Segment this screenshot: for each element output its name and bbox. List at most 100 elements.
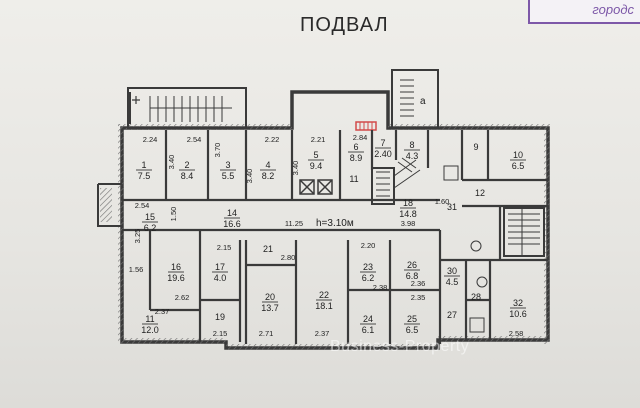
elevator-shaft [299,179,333,195]
room-label-r21: 21 [263,244,273,254]
room-number: 24 [363,314,373,324]
watermark: Business-Property [330,338,470,355]
room-number: 22 [319,290,329,300]
room-area: 18.1 [315,301,333,311]
room-number: 28 [471,292,481,302]
room-label-r28: 28 [471,292,481,302]
dimension-d370: 3.70 [213,143,222,158]
room-number: 30 [447,266,457,276]
room-number: 9 [473,142,478,152]
room-area: 13.7 [261,303,279,313]
dimension-d325: 3.25 [133,229,142,244]
room-label-r11: 11 [349,174,358,184]
room-number: 6 [353,142,358,152]
room-area: 7.5 [138,171,151,181]
room-label-r17: 174.0 [212,262,228,283]
room-number: 14 [227,208,237,218]
dimension-d284: 2.84 [353,133,368,142]
dimension-d222: 2.22 [265,135,280,144]
room-area: 4.0 [214,273,227,283]
room-number: 32 [513,298,523,308]
room-label-r8: 84.3 [404,140,420,161]
interior-walls [122,130,548,344]
upper-right-stair: а [391,69,439,129]
room-number: 2 [184,160,189,170]
wall-hatching [118,124,550,350]
room-number: 3 [225,160,230,170]
room-number: 10 [513,150,523,160]
room-area: 10.6 [509,309,527,319]
dimension-d280: 2.80 [281,253,296,262]
room-area: 2.40 [374,149,392,159]
dimension-d235: 2.35 [411,293,426,302]
dimension-d224: 2.24 [143,135,158,144]
dimension-d237b: 2.37 [315,329,330,338]
room-label-r24: 246.1 [360,314,376,335]
room-label-r1: 17.5 [136,160,152,181]
dimension-d236: 2.36 [411,279,426,288]
left-entry-stub [97,183,122,227]
room-number: 7 [380,138,385,148]
room-label-r2: 28.4 [179,160,195,181]
room-number: 21 [263,244,273,254]
dimension-d215: 2.15 [217,243,232,252]
room-number: 11 [349,174,358,184]
room-label-r4: 48.2 [260,160,276,181]
dimension-d150: 1.50 [169,207,178,222]
room-number: 15 [145,212,155,222]
room-number: 26 [407,260,417,270]
room-number: 18 [403,198,413,208]
dimension-d238: 2.38 [373,283,388,292]
room-labels: 17.528.435.548.259.468.972.4084.39106.51… [136,138,527,335]
dimension-d340a: 3.40 [167,155,176,170]
dimension-d215b: 2.15 [213,329,228,338]
room-number: 17 [215,262,225,272]
dimension-d340b: 3.40 [245,169,254,184]
room-area: 6.2 [144,223,157,233]
room-label-r27: 27 [447,310,457,320]
room-number: 31 [447,202,457,212]
right-stair [503,207,545,257]
dimension-d254b: 2.54 [135,201,150,210]
room-number: 8 [409,140,414,150]
dimension-d271: 2.71 [259,329,274,338]
room-area: 6.5 [406,325,419,335]
ceiling-height-note: h=3.10м [316,218,354,229]
corner-tag: городс [528,0,640,24]
upper-stair-block [127,87,247,129]
room-number: 23 [363,262,373,272]
room-number: 5 [313,150,318,160]
room-label-r25: 256.5 [404,314,420,335]
room-number: 20 [265,292,275,302]
room-number: 1 [141,160,146,170]
room-label-r12: 12 [475,188,485,198]
room-label-r7: 72.40 [374,138,392,159]
room-area: 6.5 [512,161,525,171]
dimension-d262: 2.62 [175,293,190,302]
room-area: 9.4 [310,161,323,171]
room-area: 4.3 [406,151,419,161]
dimension-d340c: 3.40 [291,161,300,176]
room-number: 4 [265,160,270,170]
room-area: 4.5 [446,277,459,287]
room-area: 8.9 [350,153,363,163]
room-area: 5.5 [222,171,235,181]
room-number: 27 [447,310,457,320]
room-label-r6: 68.9 [348,142,364,163]
room-label-r9: 9 [473,142,478,152]
room-area: 19.6 [167,273,185,283]
room-number: 25 [407,314,417,324]
room-area: 14.8 [399,209,417,219]
room-number: 19 [215,312,225,322]
room-area: 8.4 [181,171,194,181]
dimension-d220: 2.20 [361,241,376,250]
